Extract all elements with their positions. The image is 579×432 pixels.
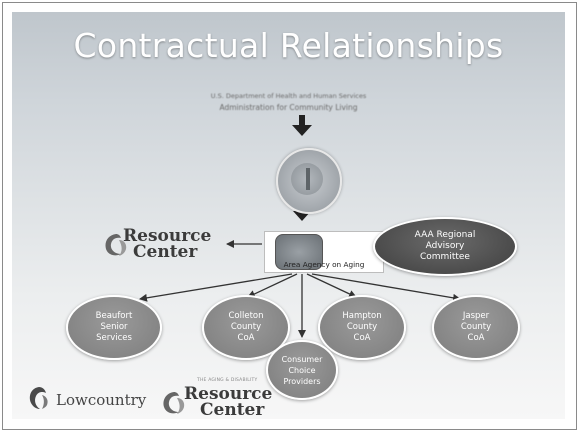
- node-line: County: [346, 322, 378, 332]
- resource-center-logo-bottom: THE AGING & DISABILITY Resource Center: [160, 378, 280, 419]
- edge-aaa-to-beaufort: [139, 273, 293, 302]
- node-jasper-county-coa: Jasper County CoA: [432, 295, 520, 360]
- aaa-box: Area Agency on Aging: [264, 231, 384, 273]
- lowcountry-word: Lowcountry: [56, 391, 147, 409]
- node-line: Committee: [420, 252, 470, 262]
- slide: Contractual Relationships U.S. Departmen…: [12, 12, 565, 419]
- node-line: County: [230, 322, 262, 332]
- node-line: CoA: [237, 333, 255, 343]
- state-seal-icon: [276, 148, 342, 214]
- aaa-box-label: Area Agency on Aging: [283, 260, 365, 269]
- lowcountry-bird-icon: [29, 387, 48, 409]
- node-line: County: [460, 322, 492, 332]
- resource-center-word-2: Center: [133, 242, 198, 262]
- node-line: Providers: [283, 376, 321, 386]
- node-line: CoA: [467, 333, 485, 343]
- edge-aaa-to-hampton: [306, 273, 357, 298]
- node-colleton-county-coa: Colleton County CoA: [202, 295, 290, 360]
- node-line: Senior: [100, 322, 128, 332]
- edge-aaa-to-jasper: [311, 273, 461, 302]
- node-line: Beaufort: [95, 311, 133, 321]
- node-line: AAA Regional: [414, 230, 476, 240]
- edge-aaa-to-colleton: [247, 273, 298, 298]
- resource-center-logo: Resource Center: [103, 224, 219, 264]
- resource-center-word-2: Center: [200, 400, 265, 419]
- resource-center-tagline: THE AGING & DISABILITY: [197, 378, 258, 383]
- slide-title: Contractual Relationships: [73, 26, 504, 65]
- node-line: Services: [96, 333, 132, 343]
- lowcountry-logo: Lowcountry: [28, 386, 168, 412]
- resource-center-swoosh-icon: [105, 234, 127, 256]
- resource-center-word-1: Resource: [184, 384, 273, 404]
- node-aaa-regional-advisory-committee: AAA Regional Advisory Committee: [373, 217, 517, 276]
- node-hampton-county-coa: Hampton County CoA: [318, 295, 406, 360]
- node-line: Consumer: [281, 354, 323, 364]
- node-line: CoA: [353, 333, 371, 343]
- node-line: Advisory: [425, 241, 465, 251]
- resource-center-swoosh-icon: [163, 392, 185, 414]
- node-beaufort-senior-services: Beaufort Senior Services: [66, 295, 162, 360]
- arrow-acl-to-state: [292, 115, 312, 136]
- acl-text: Administration for Community Living: [219, 103, 358, 112]
- node-line: Choice: [288, 365, 316, 375]
- hhs-text: U.S. Department of Health and Human Serv…: [210, 92, 367, 100]
- node-line: Hampton: [342, 311, 382, 321]
- lowcountry-aaa-emblem-icon: [275, 234, 323, 270]
- node-line: Colleton: [228, 311, 264, 321]
- node-line: Jasper: [462, 311, 490, 321]
- resource-center-word-1: Resource: [123, 226, 212, 246]
- node-consumer-choice-providers: Consumer Choice Providers: [266, 340, 338, 400]
